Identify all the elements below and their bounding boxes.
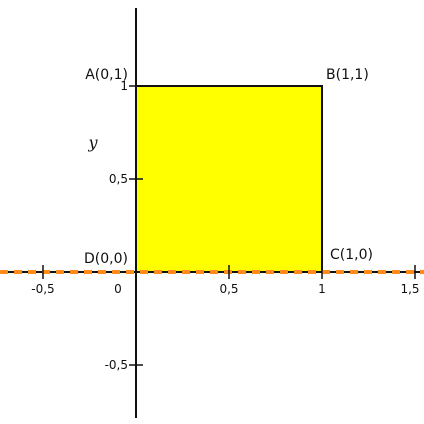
y-tick-label-neg-half: -0,5: [105, 358, 128, 372]
x-tick-label-neg-half: -0,5: [31, 282, 54, 296]
point-label-d: D(0,0): [84, 251, 128, 267]
y-tick-label-one: 1: [120, 79, 128, 93]
point-label-a: A(0,1): [85, 67, 128, 83]
x-tick-label-half: 0,5: [219, 282, 238, 296]
y-tick-label-half: 0,5: [109, 172, 128, 186]
x-ticks: [42, 265, 416, 279]
point-label-b: B(1,1): [326, 67, 369, 83]
x-tick-label-one: 1: [318, 282, 326, 296]
x-tick-label-zero: 0: [114, 282, 122, 296]
unit-square: [135, 85, 323, 273]
y-ticks: [129, 85, 143, 366]
point-label-c: C(1,0): [330, 247, 373, 263]
y-axis-label: y: [87, 133, 98, 152]
x-tick-label-one-and-half: 1,5: [400, 282, 419, 296]
